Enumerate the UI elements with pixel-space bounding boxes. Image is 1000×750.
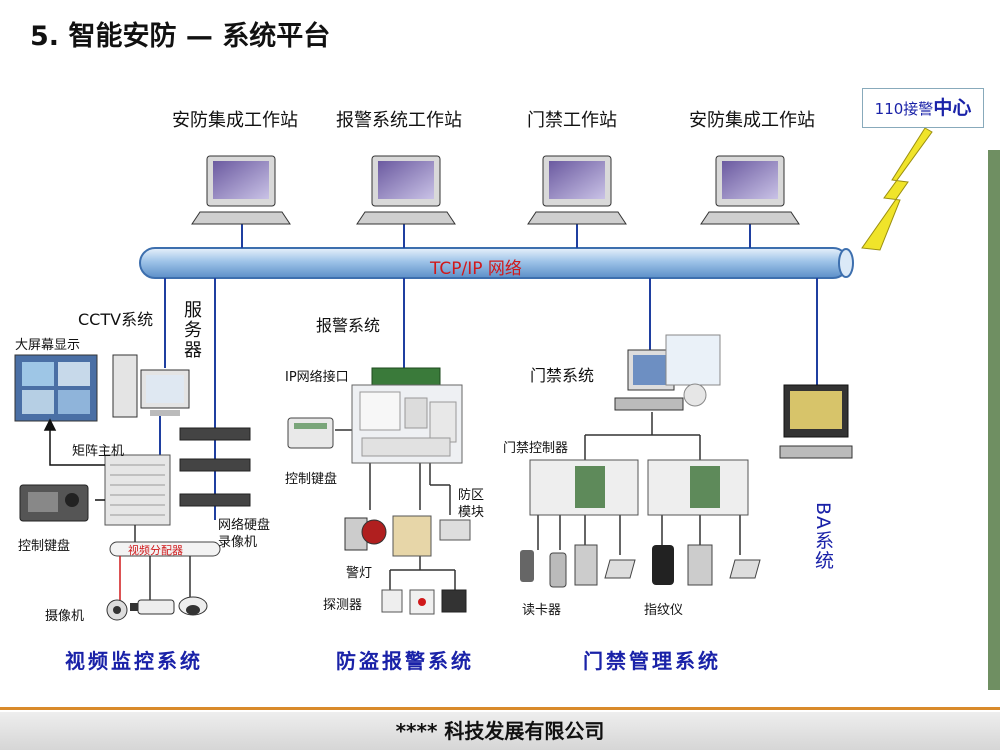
access-links bbox=[649, 278, 818, 388]
big-screen-display bbox=[14, 354, 98, 422]
ip-interface-label: IP网络接口 bbox=[285, 370, 349, 385]
alarm-board bbox=[392, 515, 432, 557]
workstation-links bbox=[241, 222, 751, 248]
workstation-3 bbox=[527, 155, 627, 225]
alarm-control-keypad bbox=[287, 417, 334, 449]
fingerprint-label: 指纹仪 bbox=[644, 603, 684, 618]
workstation-1 bbox=[191, 155, 291, 225]
police-center-badge: 110接警中心 bbox=[862, 88, 984, 128]
server-label: 服务器 bbox=[181, 300, 202, 360]
video-splitter bbox=[109, 525, 221, 600]
big-screen-label: 大屏幕显示 bbox=[15, 338, 81, 353]
zone-label-1: 防区 bbox=[458, 488, 485, 503]
alarm-keyboard-label: 控制键盘 bbox=[285, 472, 338, 487]
workstation-label-2: 报警系统工作站 bbox=[336, 110, 462, 131]
alarm-system-label: 报警系统 bbox=[316, 316, 381, 335]
splitter-label: 视频分配器 bbox=[128, 544, 183, 557]
zone-module bbox=[439, 519, 471, 541]
network-dvr-recorders bbox=[179, 427, 251, 507]
workstation-2 bbox=[356, 155, 456, 225]
ba-system-label: BA系统 bbox=[812, 502, 834, 571]
workstation-label-1: 安防集成工作站 bbox=[172, 110, 298, 131]
access-system-label: 门禁系统 bbox=[530, 366, 595, 385]
dvr-label-1: 网络硬盘 bbox=[218, 518, 271, 533]
access-section-title: 门禁管理系统 bbox=[583, 649, 721, 673]
cctv-control-keyboard bbox=[19, 484, 89, 522]
police-center-suffix: 中心 bbox=[933, 97, 972, 119]
ip-network-interface bbox=[371, 367, 441, 387]
ba-workstation bbox=[779, 384, 853, 459]
strobe-label: 警灯 bbox=[346, 566, 373, 581]
card-reader-label: 读卡器 bbox=[522, 603, 562, 618]
zone-label-2: 模块 bbox=[458, 505, 485, 520]
cctv-server-pc bbox=[112, 354, 190, 418]
detector-label: 探测器 bbox=[323, 598, 363, 613]
matrix-arrows bbox=[43, 418, 105, 501]
police-center-prefix: 110接警 bbox=[874, 100, 934, 118]
cctv-system-label: CCTV系统 bbox=[78, 310, 154, 329]
access-workstation bbox=[614, 334, 721, 411]
access-controllers bbox=[529, 459, 749, 516]
matrix-host bbox=[104, 454, 171, 526]
wireless-link-bolt bbox=[861, 127, 933, 251]
footer-divider bbox=[0, 707, 1000, 710]
footer-company: **** 科技发展有限公司 bbox=[0, 712, 1000, 750]
tcpip-network-bus bbox=[139, 247, 854, 279]
cctv-section-title: 视频监控系统 bbox=[65, 649, 203, 673]
access-controller-label: 门禁控制器 bbox=[503, 441, 569, 456]
detectors bbox=[381, 589, 467, 615]
card-readers bbox=[520, 544, 636, 588]
workstation-label-3: 门禁工作站 bbox=[527, 110, 617, 131]
alarm-host-panel bbox=[351, 384, 463, 464]
dvr-label-2: 录像机 bbox=[218, 535, 258, 550]
network-label: TCP/IP 网络 bbox=[430, 259, 522, 279]
cameras bbox=[106, 596, 208, 621]
alarm-section-title: 防盗报警系统 bbox=[336, 649, 474, 673]
workstation-4 bbox=[700, 155, 800, 225]
camera-label: 摄像机 bbox=[45, 609, 85, 624]
page-title: 5. 智能安防 — 系统平台 bbox=[30, 21, 331, 52]
alarm-wiring bbox=[335, 429, 456, 590]
matrix-host-label: 矩阵主机 bbox=[72, 444, 125, 459]
edge-strip bbox=[988, 150, 1000, 690]
cctv-keyboard-label: 控制键盘 bbox=[18, 539, 71, 554]
strobe-light bbox=[344, 517, 387, 551]
access-wiring bbox=[537, 412, 741, 555]
workstation-label-4: 安防集成工作站 bbox=[689, 110, 815, 131]
fingerprint-readers bbox=[652, 544, 761, 586]
